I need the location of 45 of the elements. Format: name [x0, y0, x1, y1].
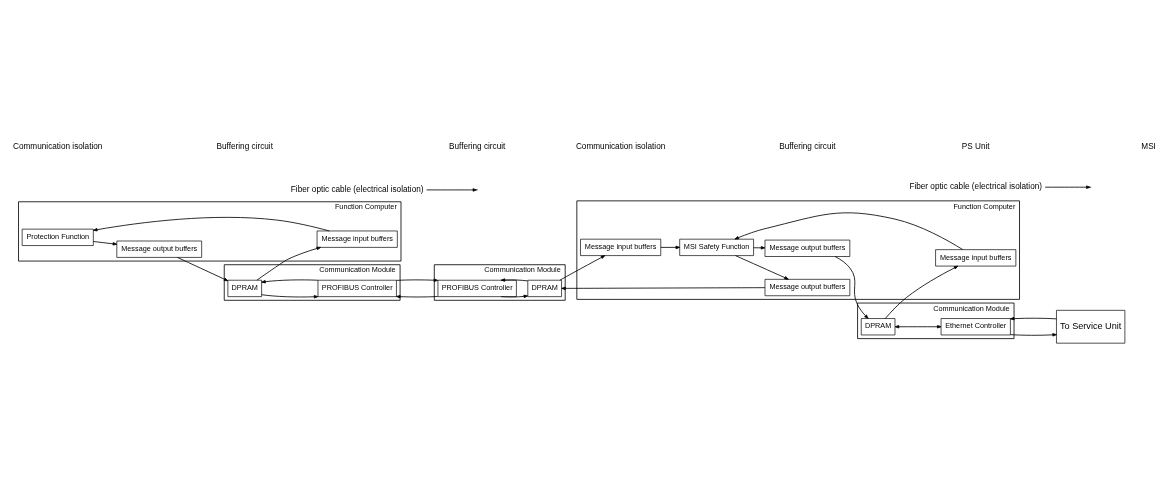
- arrow: [500, 277, 529, 282]
- arrow: [561, 286, 766, 290]
- label: Communication isolation: [13, 141, 103, 151]
- node-box: DPRAM: [527, 279, 562, 297]
- arrow: [559, 254, 606, 281]
- node-text: Fiber optic cable (electrical isolation): [909, 181, 1043, 191]
- label: PS Unit: [961, 141, 990, 151]
- node-box: Message output buffers: [764, 239, 851, 257]
- node-box: Message output buffers: [764, 278, 851, 296]
- label: Buffering circuit: [216, 141, 273, 151]
- node-box: PROFIBUS Controller: [317, 279, 397, 297]
- label: Buffering circuit: [779, 141, 836, 151]
- arrow: [500, 294, 529, 298]
- arrow: [92, 240, 118, 245]
- node-box: Protection Function: [21, 228, 94, 246]
- arrow: [735, 254, 789, 280]
- arrow: [261, 293, 319, 298]
- arrow: [1010, 332, 1057, 337]
- arrow: [660, 245, 680, 249]
- arrow: [177, 256, 229, 281]
- arrow: [884, 265, 959, 319]
- label: Communication isolation: [575, 141, 666, 151]
- arrow: [261, 278, 319, 283]
- arrow: [894, 324, 942, 328]
- arrow: [834, 255, 869, 319]
- arrow: [256, 246, 321, 281]
- node-box: MSI Safety Function: [679, 238, 754, 256]
- label: MSI: [1141, 141, 1156, 151]
- node-box: DPRAM: [227, 279, 262, 297]
- arrow: [1010, 316, 1057, 320]
- node-box: Ethernet Controller: [940, 317, 1011, 335]
- node-box: To Service Unit: [1056, 309, 1126, 343]
- node-box: Message input buffers: [935, 248, 1017, 266]
- node-box: DPRAM: [860, 317, 896, 335]
- node-box: Message input buffers: [580, 238, 662, 256]
- node-box: Message output buffers: [116, 240, 202, 258]
- arrow: [753, 245, 766, 249]
- node-text: Fiber optic cable (electrical isolation): [290, 184, 424, 194]
- arrow: [396, 294, 439, 298]
- arrow: [93, 216, 330, 231]
- arrow: [1044, 185, 1091, 189]
- arrow: [734, 211, 964, 250]
- arrow: [396, 278, 439, 282]
- label: Buffering circuit: [448, 141, 506, 151]
- arrow: [426, 187, 478, 192]
